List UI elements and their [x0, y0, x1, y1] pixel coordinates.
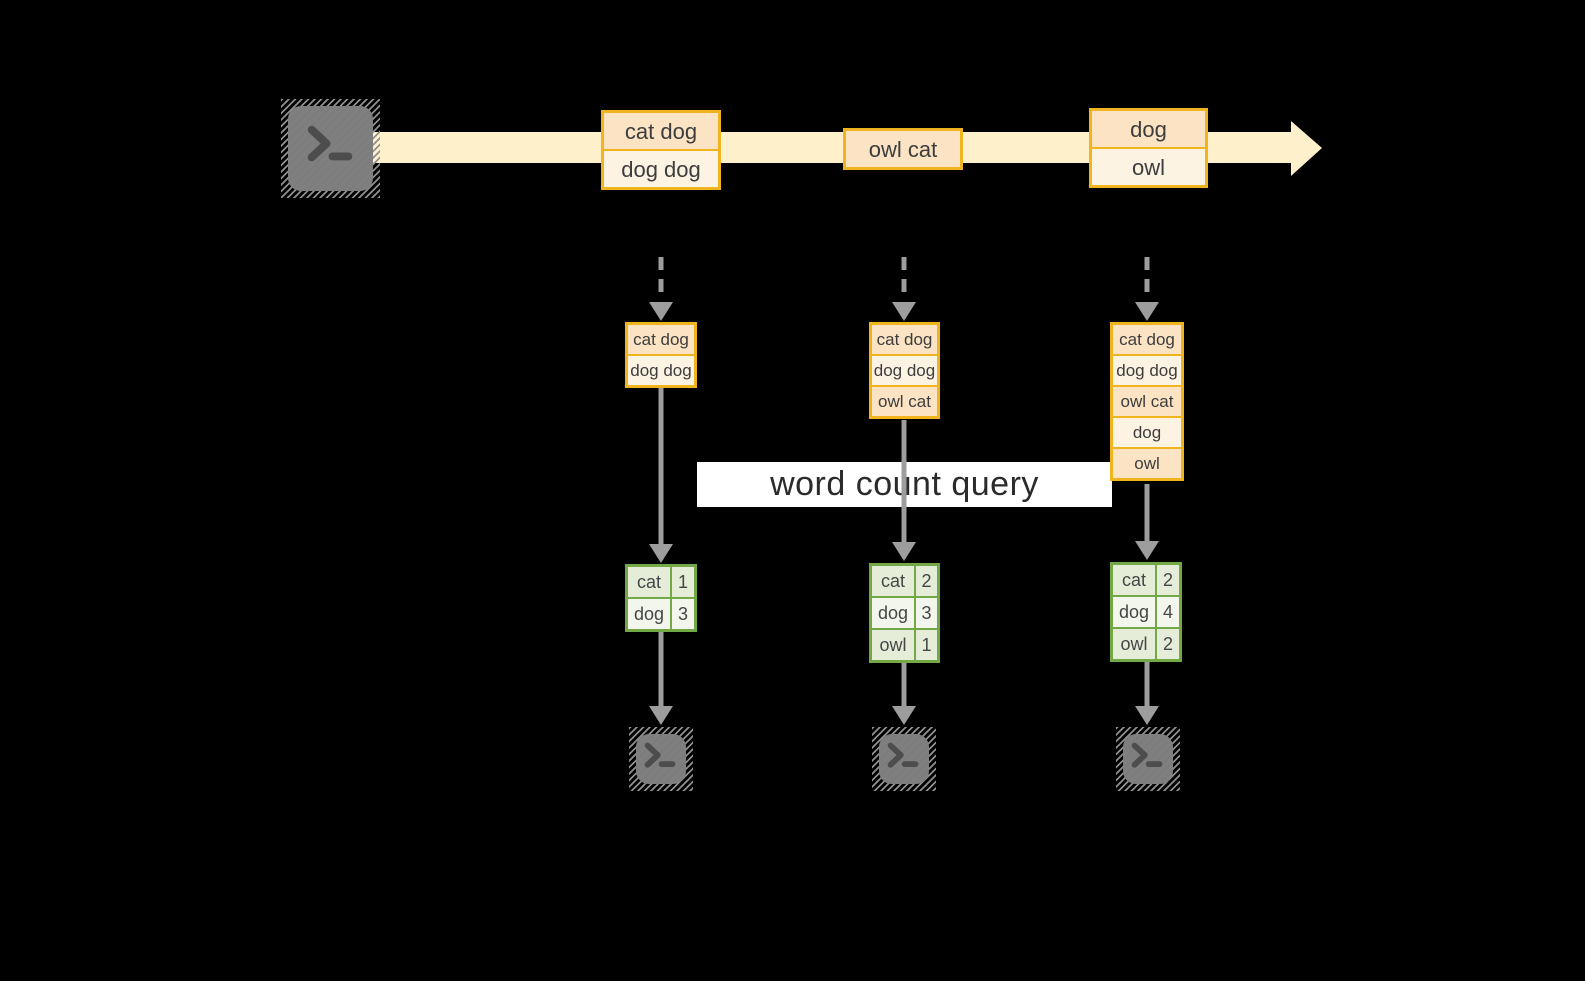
count-value-cell: 2 [1155, 565, 1179, 595]
count-row: owl 2 [1113, 627, 1179, 659]
terminal-prompt-icon [1131, 742, 1163, 768]
count-row: owl 1 [872, 628, 937, 660]
count-value-cell: 3 [914, 598, 937, 628]
count-value-cell: 4 [1155, 597, 1179, 627]
stream-message-line: cat dog [604, 113, 718, 149]
buffer-row: owl [1113, 447, 1181, 478]
sink-terminal-icon [629, 727, 693, 791]
count-value-cell: 2 [914, 566, 937, 596]
buffer-row: owl cat [1113, 385, 1181, 416]
sink-terminal-icon [1116, 727, 1180, 791]
count-value-cell: 3 [670, 599, 694, 629]
stream-arrowhead-icon [1291, 121, 1322, 176]
buffer-row: cat dog [628, 325, 694, 354]
terminal-prompt-icon [644, 742, 676, 768]
count-value-cell: 2 [1155, 629, 1179, 659]
count-word-cell: cat [636, 572, 661, 592]
source-terminal-icon [281, 99, 380, 198]
count-word-cell: dog [877, 603, 909, 623]
count-word-cell: owl [879, 635, 907, 655]
count-row: cat 2 [872, 566, 937, 596]
stream-message-line: owl cat [846, 131, 960, 167]
count-word-cell: owl [1120, 634, 1148, 654]
buffer-row: dog [1113, 416, 1181, 447]
buffer-row: dog dog [1113, 354, 1181, 385]
terminal-prompt-icon [307, 125, 353, 162]
terminal-screen [879, 734, 929, 784]
count-value-cell: 1 [914, 630, 937, 660]
stream-message-box: owl cat [843, 128, 963, 170]
dashed-arrow [649, 257, 1159, 321]
query-label-band: word count query [697, 462, 1112, 507]
stream-message-line: dog [1092, 111, 1205, 147]
count-word-cell: cat [1121, 570, 1146, 590]
terminal-screen [288, 106, 373, 191]
buffer-row: dog dog [872, 354, 937, 385]
count-value-cell: 1 [670, 567, 694, 597]
count-word-cell: dog [1118, 602, 1150, 622]
sink-terminal-icon [872, 727, 936, 791]
count-row: cat 1 [628, 567, 694, 597]
buffer-row: cat dog [1113, 325, 1181, 354]
query-label: word count query [770, 465, 1039, 503]
count-word-cell: cat [880, 571, 905, 591]
buffer-row: cat dog [872, 325, 937, 354]
buffer-row: dog dog [628, 354, 694, 385]
terminal-prompt-icon [887, 742, 919, 768]
count-row: cat 2 [1113, 565, 1179, 595]
buffer-row: owl cat [872, 385, 937, 416]
stream-message-line: dog dog [604, 149, 718, 187]
count-word-cell: dog [633, 604, 665, 624]
terminal-screen [1123, 734, 1173, 784]
stream-message-line: owl [1092, 147, 1205, 185]
terminal-screen [636, 734, 686, 784]
